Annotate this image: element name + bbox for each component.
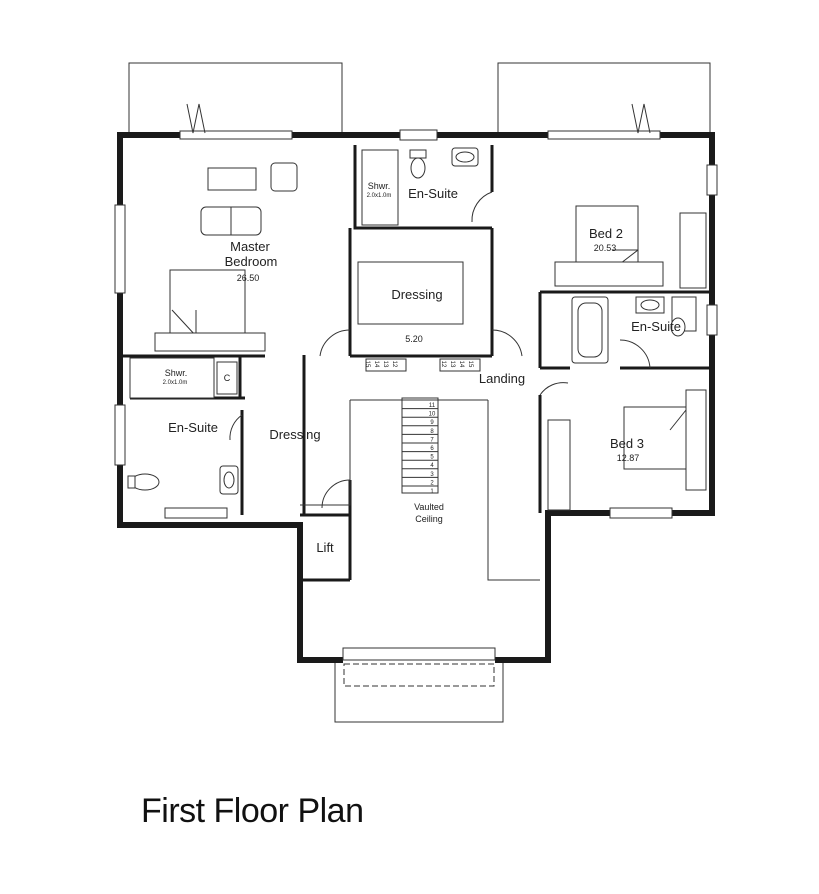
stair-step-number: 8 (430, 429, 434, 435)
stair-step-number: 13 (449, 361, 455, 368)
stair-step-number: 2 (430, 480, 434, 486)
plan-title: First Floor Plan (141, 792, 364, 830)
bed3-area: 12.87 (617, 453, 640, 463)
stair-step-number: 15 (467, 361, 473, 368)
bed2-furniture (554, 205, 707, 289)
master-bedroom-furniture (154, 162, 298, 352)
ensuite-right-label: En-Suite (631, 319, 681, 334)
stair-step-number: 6 (430, 446, 434, 452)
master-bedroom-area: 26.50 (237, 273, 260, 283)
cupboard-label: C (224, 373, 231, 383)
stair-step-number: 15 (364, 361, 370, 368)
ensuite-top-label: En-Suite (408, 186, 458, 201)
lift-label: Lift (316, 540, 334, 555)
stair-step-number: 10 (429, 412, 436, 418)
dressing-left-label: Dressing (269, 427, 320, 442)
bed2-label: Bed 2 (589, 226, 623, 241)
stair-step-number: 12 (391, 361, 397, 368)
bed3-label: Bed 3 (610, 436, 644, 451)
master-bedroom-line1: Master (230, 239, 270, 254)
staircase (300, 358, 540, 581)
interior-walls (120, 145, 712, 582)
stair-step-number: 13 (382, 361, 388, 368)
ensuite-left-label: En-Suite (168, 420, 218, 435)
stair-step-number: 14 (373, 361, 379, 368)
stair-step-number: 9 (430, 420, 434, 426)
ensuite-left-shower-size: 2.0x1.0m (163, 380, 188, 386)
stair-step-number: 12 (440, 361, 446, 368)
bed3-furniture (547, 389, 707, 511)
dressing-center-area: 5.20 (405, 334, 423, 344)
stair-step-number: 7 (430, 437, 434, 443)
stair-step-number: 4 (430, 463, 434, 469)
ensuite-top-shower-label: Shwr. (368, 181, 391, 191)
ensuite-top-shower-size: 2.0x1.0m (367, 193, 392, 199)
vaulted-line1: Vaulted (414, 502, 444, 512)
stair-step-number: 11 (429, 403, 436, 409)
master-bedroom-line2: Bedroom (225, 254, 278, 269)
landing-label: Landing (479, 371, 525, 386)
stair-main-numbers: 11 10 9 8 7 6 5 4 3 2 1 (402, 399, 438, 495)
room-labels: Master Bedroom 26.50 Shwr. 2.0x1.0m En-S… (163, 181, 681, 555)
bathroom-fixtures (127, 147, 697, 495)
stair-step-number: 3 (430, 472, 434, 478)
vaulted-line2: Ceiling (415, 514, 443, 524)
dressing-unit (357, 261, 464, 325)
door-swings (319, 329, 569, 509)
bed2-area: 20.53 (594, 243, 617, 253)
stair-step-number: 5 (430, 455, 434, 461)
stair-step-number: 14 (458, 361, 464, 368)
exterior-walls (114, 103, 718, 663)
stair-step-number: 1 (430, 489, 434, 495)
ensuite-left-shower-label: Shwr. (165, 368, 188, 378)
dressing-center-label: Dressing (391, 287, 442, 302)
